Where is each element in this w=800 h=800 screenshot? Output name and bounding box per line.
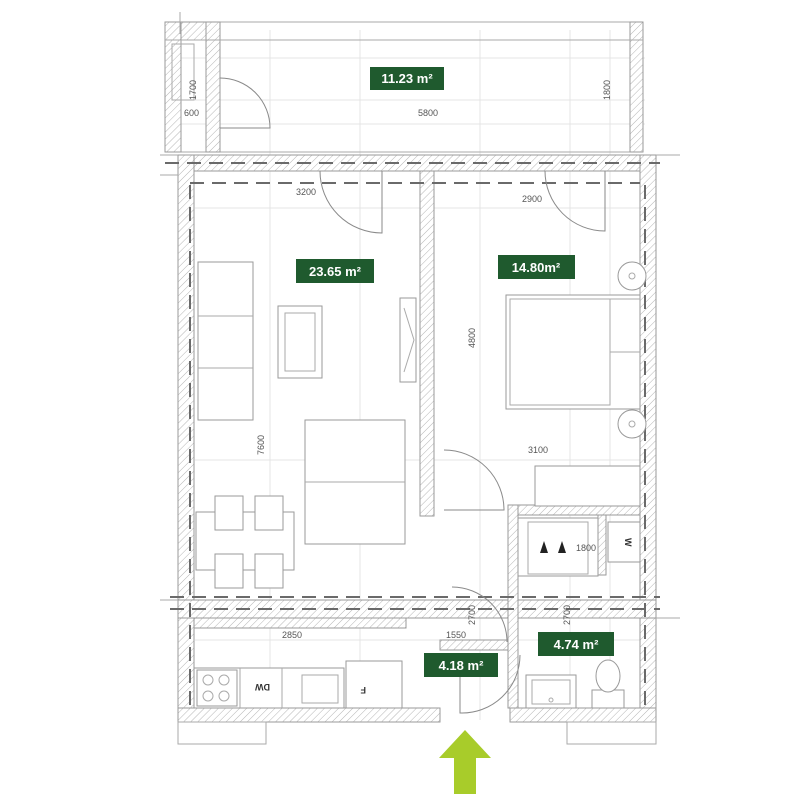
room-tags: 11.23 m² 23.65 m² 14.80m² 4.18 m² 4.74 m… <box>296 67 614 677</box>
dim-balcony-small: 600 <box>184 108 199 118</box>
dim-wardrobe-width: 1800 <box>576 543 596 553</box>
washer-label: W <box>623 538 633 547</box>
dim-balcony-side: 1700 <box>188 80 198 100</box>
arrow-up-icon <box>439 730 491 794</box>
dim-hall-vertical: 2700 <box>467 605 477 625</box>
bathroom-area-label: 4.74 m² <box>554 637 599 652</box>
bedroom-area-tag <box>498 255 575 279</box>
dim-hall-width: 1550 <box>446 630 466 640</box>
axis-lines <box>165 162 660 710</box>
dimension-labels: 1700 600 5800 1800 3200 7600 2900 4800 3… <box>184 80 612 640</box>
balcony-area-label: 11.23 m² <box>381 71 433 86</box>
dim-kitchen-width: 2850 <box>282 630 302 640</box>
bedroom-area-label: 14.80m² <box>512 260 561 275</box>
dim-bedroom-width: 2900 <box>522 194 542 204</box>
bedroom-furniture <box>505 261 647 507</box>
hall-area-label: 4.18 m² <box>439 658 484 673</box>
bathroom-area-tag <box>538 632 614 656</box>
interior-walls <box>193 170 641 709</box>
bathroom <box>525 659 625 709</box>
dim-bedroom-lower: 3100 <box>528 445 548 455</box>
dim-living-width: 3200 <box>296 187 316 197</box>
dim-bath-vertical: 2700 <box>562 605 572 625</box>
kitchen: DW F <box>193 660 403 709</box>
dim-bedroom-height: 4800 <box>467 328 477 348</box>
balcony-area-tag <box>370 67 444 90</box>
dim-balcony-width: 5800 <box>418 108 438 118</box>
living-area-tag <box>296 259 374 283</box>
doors <box>319 170 606 714</box>
dim-balcony-depth: 1800 <box>602 80 612 100</box>
fridge-label: F <box>360 685 366 695</box>
dim-living-height: 7600 <box>256 435 266 455</box>
wardrobe: W <box>517 517 641 577</box>
dishwasher-label: DW <box>255 682 270 692</box>
living-furniture <box>195 261 417 589</box>
living-area-label: 23.65 m² <box>309 264 362 279</box>
balcony <box>164 12 644 153</box>
hall-area-tag <box>424 653 498 677</box>
